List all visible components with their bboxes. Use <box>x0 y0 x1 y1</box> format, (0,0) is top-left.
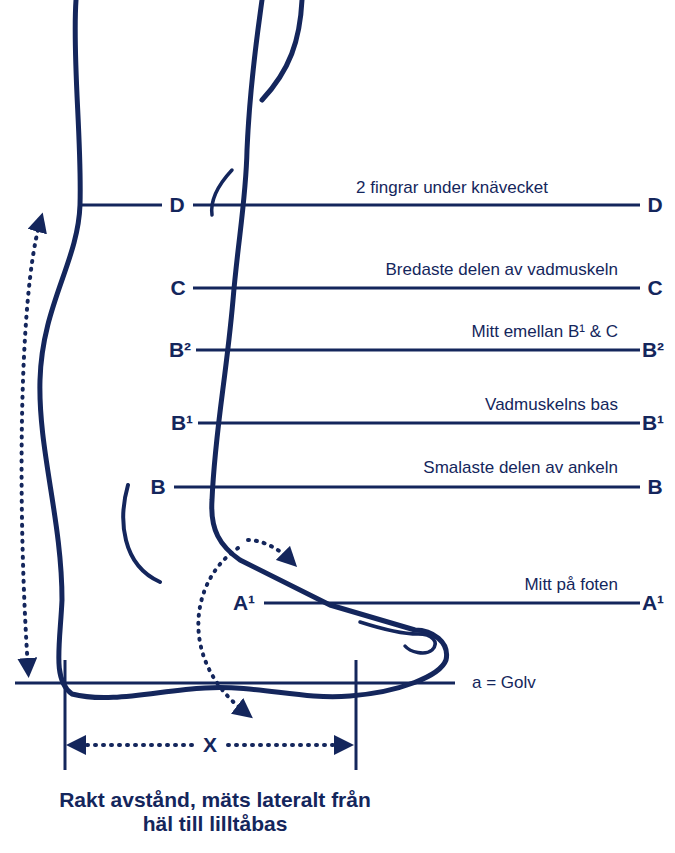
measure-point-letter: B² <box>169 338 191 362</box>
measure-description: Mitt emellan B¹ & C <box>472 322 618 342</box>
ankle-curve <box>123 485 160 582</box>
measure-point-letter: X <box>203 733 217 757</box>
measure-point-letter: B² <box>642 338 664 362</box>
measure-description: Mitt på foten <box>524 575 618 595</box>
measure-point-letter: C <box>170 276 185 300</box>
measure-description: Vadmuskelns bas <box>485 395 618 415</box>
measure-point-letter: D <box>647 193 662 217</box>
measure-point-letter: D <box>169 193 184 217</box>
measure-point-letter: A¹ <box>233 591 255 615</box>
measure-point-letter: B¹ <box>642 411 664 435</box>
measure-description: Bredaste delen av vadmuskeln <box>386 260 618 280</box>
measure-point-letter: C <box>647 276 662 300</box>
measure-description: a = Golv <box>472 673 536 693</box>
measure-description: 2 fingrar under knävecket <box>356 178 548 198</box>
measure-point-letter: B¹ <box>171 411 193 435</box>
caption-note: Rakt avstånd, mäts lateralt från häl til… <box>50 788 380 836</box>
measure-description: Smalaste delen av ankeln <box>423 458 618 478</box>
measure-point-letter: B <box>150 475 165 499</box>
measure-point-letter: A¹ <box>642 591 664 615</box>
measure-point-letter: B <box>647 475 662 499</box>
back-leg <box>262 0 302 100</box>
knee-crease <box>212 170 232 215</box>
toe-nail <box>360 622 435 653</box>
